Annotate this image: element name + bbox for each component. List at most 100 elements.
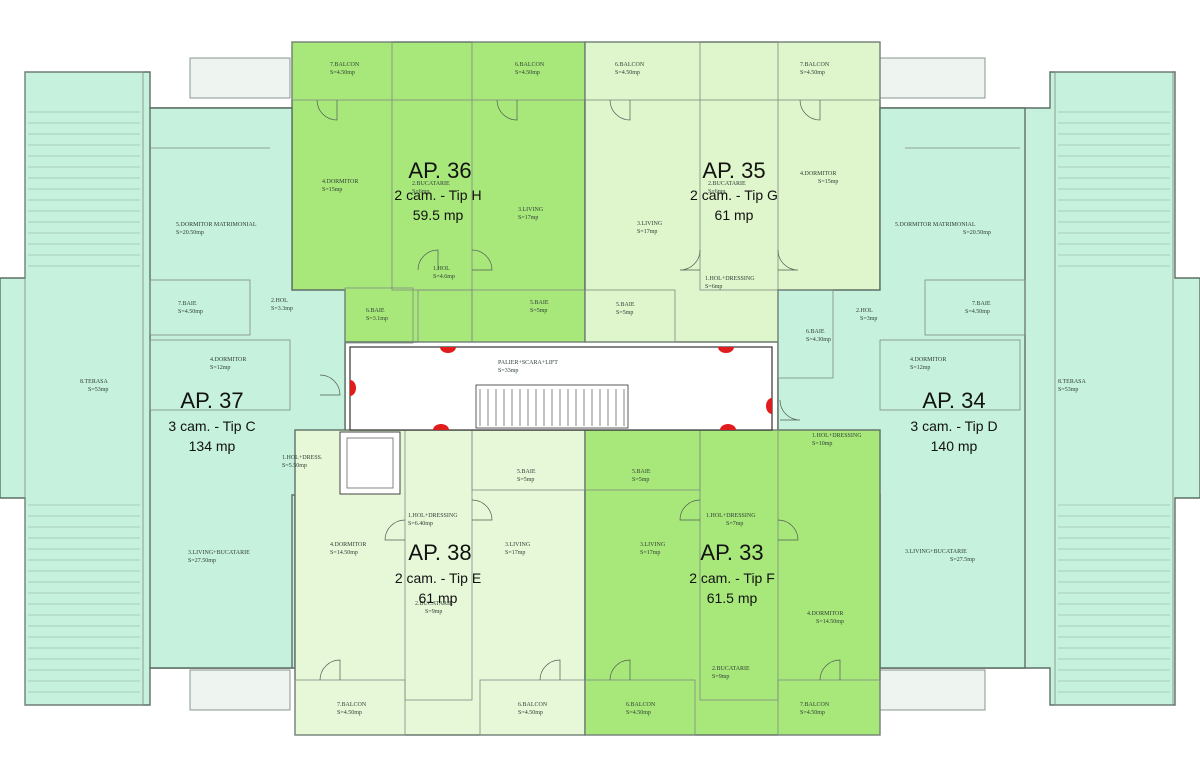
room-name: 4.DORMITOR <box>330 542 366 548</box>
room-name: 2.BUCATARIE <box>712 666 750 672</box>
room-name: 1.HOL <box>433 266 450 272</box>
room-name: 6.BAIE <box>806 329 825 335</box>
room-name: 7.BAIE <box>972 301 991 307</box>
room-name: 3.LIVING <box>518 207 544 213</box>
room-area: S=3mp <box>860 316 877 322</box>
room-name: 3.LIVING+BUCATARIE <box>905 549 967 555</box>
door-marker-ap35 <box>718 347 734 353</box>
room-area: S=4.6mp <box>433 274 455 280</box>
room-area: S=9mp <box>712 674 729 680</box>
apartment-area: 61 mp <box>419 590 458 606</box>
room-area: S=4.50mp <box>615 70 640 76</box>
apartment-area: 140 mp <box>931 438 978 454</box>
room-name: 7.BALCON <box>800 702 830 708</box>
room-name: 4.DORMITOR <box>910 357 946 363</box>
room-name: 1.HOL+DRESSING <box>812 433 862 439</box>
door-marker-ap36 <box>440 347 456 353</box>
room-area: S=53mp <box>1058 387 1078 393</box>
elevator-cabin <box>346 437 394 489</box>
apartment-label-ap36: AP. 36 2 cam. - Tip H 59.5 mp <box>394 158 481 223</box>
room-area: S=7mp <box>726 521 743 527</box>
apartment-area: 61 mp <box>715 207 754 223</box>
door-swings <box>316 99 841 681</box>
room-area: S=4.50mp <box>800 70 825 76</box>
room-area: S=5mp <box>530 308 547 314</box>
room-area: S=12mp <box>910 365 930 371</box>
room-name: 5.DORMITOR MATRIMONIAL <box>176 222 257 228</box>
room-name: 7.BALCON <box>800 62 830 68</box>
door-marker-ap37 <box>350 380 356 396</box>
room-name: 6.BALCON <box>515 62 545 68</box>
terrace-hatching <box>28 111 1170 693</box>
room-area: S=5mp <box>632 477 649 483</box>
room-name: 5.BAIE <box>632 469 651 475</box>
room-area: S=4.50mp <box>518 710 543 716</box>
room-name: 6.BALCON <box>518 702 548 708</box>
room-area: S=53mp <box>88 387 108 393</box>
door-marker-ap33 <box>720 424 736 430</box>
room-name: 1.HOL+DRESSING <box>705 276 755 282</box>
apartment-subtitle: 3 cam. - Tip D <box>910 418 997 434</box>
room-name: 3.LIVING <box>640 542 666 548</box>
room-area: S=15mp <box>322 187 342 193</box>
room-name: 5.BAIE <box>517 469 536 475</box>
room-area: S=33mp <box>498 368 518 374</box>
apartment-area: 59.5 mp <box>413 207 464 223</box>
elevator-shaft <box>339 431 401 495</box>
room-area: S=17mp <box>518 215 538 221</box>
door-markers <box>350 347 772 430</box>
room-name: 4.DORMITOR <box>210 357 246 363</box>
door-marker-ap34 <box>766 398 772 414</box>
apartment-title: AP. 37 <box>180 388 243 413</box>
room-area: S=14.50mp <box>816 619 844 625</box>
roof-hatch-corners <box>189 57 986 711</box>
room-area: S=4.50mp <box>178 309 203 315</box>
apartment-title: AP. 34 <box>922 388 985 413</box>
room-name: 8.TERASA <box>1058 379 1087 385</box>
apartment-subtitle: 2 cam. - Tip G <box>690 187 778 203</box>
apartment-label-ap38: AP. 38 2 cam. - Tip E 61 mp <box>395 540 481 606</box>
room-name: PALIER+SCARA+LIFT <box>498 360 558 366</box>
room-name: 2.HOL <box>271 298 288 304</box>
room-area: S=5mp <box>616 310 633 316</box>
apartment-title: AP. 36 <box>408 158 471 183</box>
apartment-label-ap34: AP. 34 3 cam. - Tip D 140 mp <box>910 388 997 454</box>
room-area: S=6mp <box>412 189 429 195</box>
room-name: 4.DORMITOR <box>322 179 358 185</box>
room-area: S=6.40mp <box>408 521 433 527</box>
room-name: 6.BALCON <box>615 62 645 68</box>
room-area: S=17mp <box>637 229 657 235</box>
room-name: 6.BAIE <box>366 308 385 314</box>
apartment-title: AP. 38 <box>408 540 471 565</box>
room-name: 2.HOL <box>856 308 873 314</box>
room-name: 8.TERASA <box>80 379 109 385</box>
apartment-labels: AP. 36 2 cam. - Tip H 59.5 mp AP. 35 2 c… <box>168 158 997 606</box>
room-area: S=5mp <box>517 477 534 483</box>
stairwell-landing <box>349 346 773 431</box>
room-name: 1.HOL+DRESS. <box>282 455 323 461</box>
room-area: S=4.50mp <box>800 710 825 716</box>
room-name: 5.BAIE <box>616 302 635 308</box>
room-area: S=27.50mp <box>188 558 216 564</box>
